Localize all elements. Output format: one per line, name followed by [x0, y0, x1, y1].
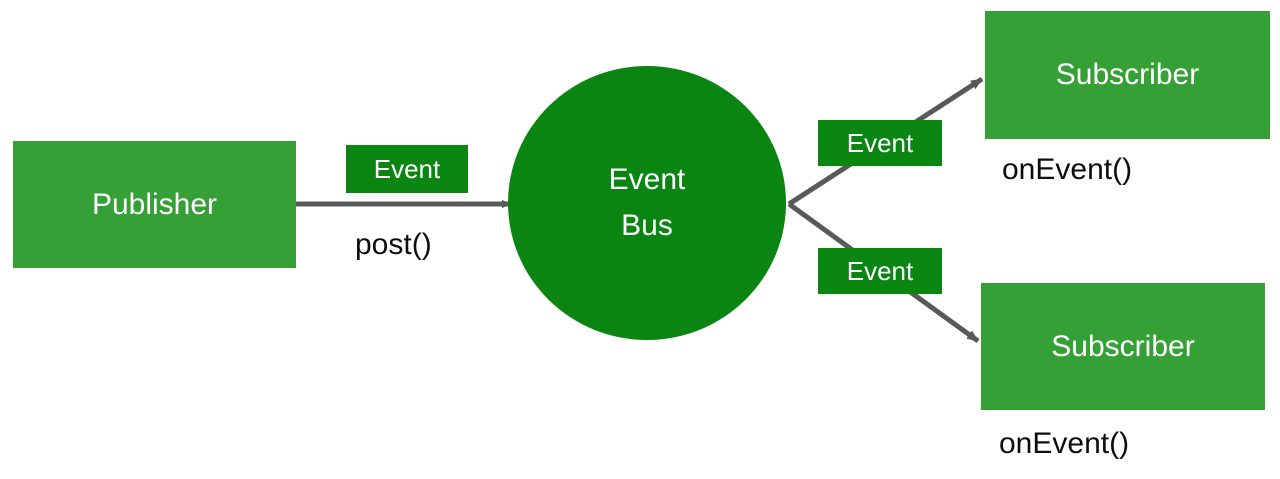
- node-publisher[interactable]: Publisher: [13, 141, 296, 268]
- node-subscriber-top[interactable]: Subscriber: [985, 11, 1270, 139]
- event-chip-deliver-top[interactable]: Event: [818, 120, 942, 166]
- event-chip-deliver-bottom[interactable]: Event: [818, 248, 942, 294]
- node-subscriber-bottom[interactable]: Subscriber: [981, 283, 1265, 410]
- node-subscriber-bottom-label: Subscriber: [1051, 329, 1195, 363]
- event-chip-publish-label: Event: [373, 153, 441, 184]
- event-chip-publish[interactable]: Event: [346, 145, 468, 193]
- edge-label-onevent-top: onEvent(): [1002, 153, 1133, 186]
- node-event-bus-label-line1: Event: [608, 162, 686, 196]
- edge-label-post: post(): [355, 228, 432, 261]
- node-event-bus-label-line2: Bus: [621, 209, 673, 242]
- node-event-bus[interactable]: Event Bus: [508, 66, 786, 340]
- node-publisher-label: Publisher: [91, 187, 218, 221]
- event-chip-deliver-top-label: Event: [846, 127, 914, 158]
- event-chip-deliver-bottom-label: Event: [846, 255, 914, 286]
- node-subscriber-top-label: Subscriber: [1055, 58, 1200, 91]
- edge-label-onevent-bottom: onEvent(): [999, 427, 1130, 460]
